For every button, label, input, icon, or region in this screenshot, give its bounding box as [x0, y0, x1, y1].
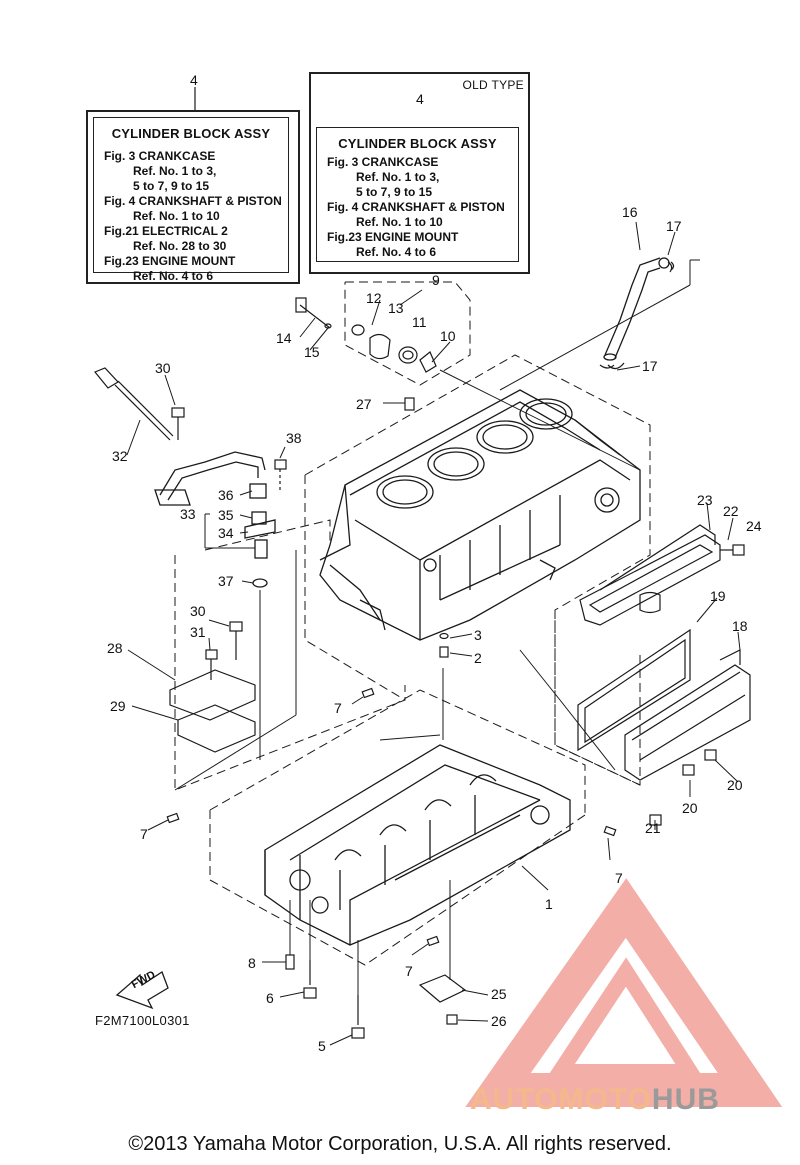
old-type-label: OLD TYPE [462, 78, 524, 92]
note-old-line: Ref. No. 1 to 3, [356, 170, 440, 184]
callout-28: 28 [107, 640, 123, 656]
callout-7: 7 [334, 700, 342, 716]
note-new-line: Ref. No. 4 to 6 [133, 269, 214, 283]
bolts-lines [166, 261, 745, 1039]
callout-1: 1 [545, 896, 553, 912]
callout-7: 7 [405, 963, 413, 979]
callout-20: 20 [682, 800, 698, 816]
callout-15: 15 [304, 344, 320, 360]
callout-23: 23 [697, 492, 713, 508]
note-box-new-inner: CYLINDER BLOCK ASSY Fig. 3 CRANKCASE Ref… [93, 117, 289, 283]
note-new-line: Fig.23 ENGINE MOUNT [104, 254, 236, 268]
callout-21: 21 [645, 820, 661, 836]
callout-9: 9 [432, 272, 440, 288]
callout-38: 38 [286, 430, 302, 446]
callout-27: 27 [356, 396, 372, 412]
part-code: F2M7100L0301 [95, 1013, 190, 1028]
callout-20: 20 [727, 777, 743, 793]
note-box-old-inner: CYLINDER BLOCK ASSY Fig. 3 CRANKCASE Ref… [316, 127, 519, 262]
callout-37: 37 [218, 573, 234, 589]
callout-8: 8 [248, 955, 256, 971]
callout-11: 11 [412, 314, 427, 330]
callout-30: 30 [190, 603, 206, 619]
note-new-line: Ref. No. 28 to 30 [133, 239, 227, 253]
callout-7-fifth: 7 [334, 700, 342, 716]
note-new-line: 5 to 7, 9 to 15 [133, 179, 210, 193]
leader-lines [126, 221, 741, 1046]
callout-24: 24 [746, 518, 762, 534]
note-old-line: Fig. 4 CRANKSHAFT & PISTON [327, 200, 505, 214]
cover-lines [577, 628, 751, 781]
callout-35: 35 [218, 507, 234, 523]
dipstick-lines [94, 367, 174, 441]
callout-19: 19 [710, 588, 726, 604]
note-old-ref: 4 [416, 91, 424, 107]
callout-7: 7 [140, 826, 148, 842]
note-old-line: Fig. 3 CRANKCASE [327, 155, 439, 169]
callout-30: 30 [155, 360, 171, 376]
filler-pipe-lines [154, 451, 276, 588]
callout-5: 5 [318, 1038, 326, 1054]
note-new-line: Ref. No. 1 to 3, [133, 164, 217, 178]
note-box-old: OLD TYPE 4 CYLINDER BLOCK ASSY Fig. 3 CR… [309, 72, 530, 274]
callout-22: 22 [723, 503, 739, 519]
callout-12: 12 [366, 290, 382, 306]
callout-10: 10 [440, 328, 456, 344]
callout-7: 7 [615, 870, 623, 886]
callout-32: 32 [112, 448, 128, 464]
callout-13: 13 [388, 300, 404, 316]
callout-16: 16 [622, 204, 638, 220]
watermark-logo [465, 878, 783, 1107]
note-old-line: Ref. No. 4 to 6 [356, 245, 437, 259]
callout-3: 3 [474, 627, 482, 643]
note-new-line: Fig. 3 CRANKCASE [104, 149, 216, 163]
note-new-line: Ref. No. 1 to 10 [133, 209, 220, 223]
callout-6: 6 [266, 990, 274, 1006]
note-old-line: Fig.23 ENGINE MOUNT [327, 230, 459, 244]
callout-17: 17 [666, 218, 682, 234]
callout-34: 34 [218, 525, 234, 541]
note-old-line: Ref. No. 1 to 10 [356, 215, 443, 229]
watermark-part1: AUTOMOTO [470, 1083, 652, 1116]
note-box-new: CYLINDER BLOCK ASSY Fig. 3 CRANKCASE Ref… [86, 110, 300, 284]
note-new-ref: 4 [190, 72, 198, 88]
note-new-line: Fig. 4 CRANKSHAFT & PISTON [104, 194, 282, 208]
callout-25: 25 [491, 986, 507, 1002]
hose-16-lines [603, 257, 675, 370]
copyright: ©2013 Yamaha Motor Corporation, U.S.A. A… [128, 1133, 672, 1155]
note-old-line: 5 to 7, 9 to 15 [356, 185, 433, 199]
watermark-part2: HUB [651, 1083, 720, 1116]
note-new-line: Fig.21 ELECTRICAL 2 [104, 224, 228, 238]
exhaust-cover-lines [579, 524, 721, 626]
callout-31: 31 [190, 624, 206, 640]
callout-18: 18 [732, 618, 748, 634]
cylinder-block-lines [319, 389, 641, 641]
fwd-arrow-outline [115, 971, 169, 1010]
callout-33: 33 [180, 506, 196, 522]
note-new-title: CYLINDER BLOCK ASSY [111, 126, 271, 141]
callout-2: 2 [474, 650, 482, 666]
crankcase-lines [264, 744, 571, 946]
watermark-text: AUTOMOTOHUB [470, 1083, 720, 1117]
callout-17: 17 [642, 358, 658, 374]
callout-14: 14 [276, 330, 292, 346]
callout-26: 26 [491, 1013, 507, 1029]
note-old-title: CYLINDER BLOCK ASSY [338, 136, 497, 151]
callout-29: 29 [110, 698, 126, 714]
callout-36: 36 [218, 487, 234, 503]
